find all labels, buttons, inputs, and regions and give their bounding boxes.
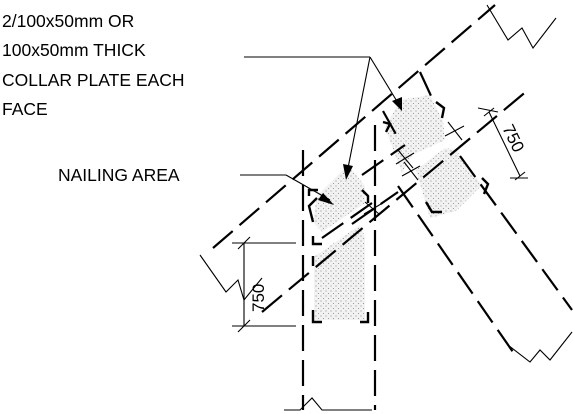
collar-plate-label-line-3: COLLAR PLATE EACH — [2, 70, 185, 90]
dimension-lower-left — [232, 236, 296, 333]
collar-plate-upper-left — [313, 165, 365, 232]
leader-nailing-area — [240, 174, 334, 205]
timber-outlines — [212, 4, 573, 410]
break-lines — [199, 4, 573, 411]
joint-cross-ticks — [363, 121, 465, 215]
dimension-upper-right-value: 750 — [498, 121, 528, 155]
joint-mark-4 — [419, 71, 433, 99]
break-line-bottom — [284, 397, 372, 411]
collar-plate-upper-right — [385, 95, 445, 173]
arrow-collar-plate-right — [392, 97, 402, 111]
arrow-collar-plate-left — [343, 164, 353, 180]
collar-plate-lower-left — [314, 225, 365, 320]
break-line-right — [507, 331, 573, 363]
collar-plate-label-line-1: 2/100x50mm OR — [2, 11, 134, 31]
collar-plate-label-line-4: FACE — [2, 99, 48, 119]
leader-collar-plate — [244, 56, 402, 180]
arrow-nailing-area — [318, 193, 334, 205]
break-line-left — [199, 254, 263, 302]
nailing-area-label: NAILING AREA — [58, 165, 180, 185]
rafter-upper-edge — [212, 4, 496, 249]
collar-plate-lower-right — [416, 148, 482, 218]
joint-mark-2 — [321, 202, 373, 239]
break-line-top — [486, 4, 557, 50]
joint-mark-3 — [351, 191, 399, 225]
dimension-lower-left-value: 750 — [249, 284, 268, 312]
joint-mark-1 — [361, 144, 406, 176]
brace-right-edge — [459, 155, 573, 311]
dimension-upper-right — [477, 107, 528, 181]
rafter-lower-edge — [261, 89, 529, 313]
plate-corner-brackets — [307, 101, 490, 324]
collar-plate-label-line-2: 100x50mm THICK — [2, 40, 146, 60]
